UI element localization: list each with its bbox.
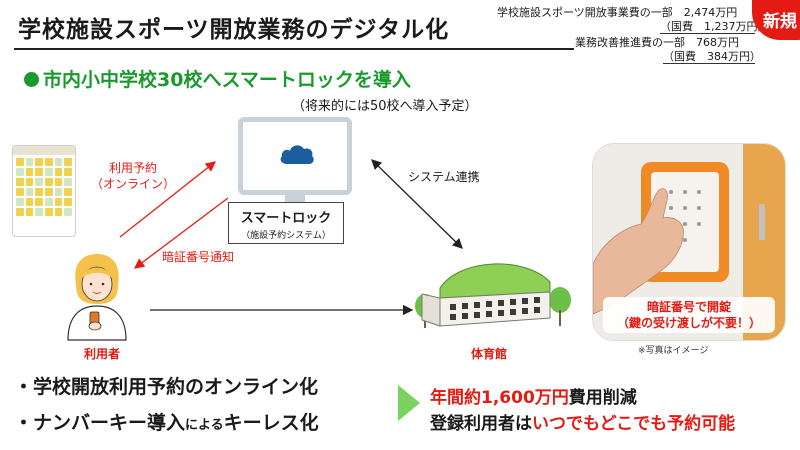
reserve-label-line2: （オンライン） (91, 177, 176, 191)
user-person-icon (67, 254, 127, 341)
budget-line-1: 学校施設スポーツ開放事業費の一部 2,474万円 (497, 6, 738, 19)
system-link-label: システム連携 (408, 170, 480, 184)
system-link-arrow (371, 159, 463, 249)
result1-highlight: 年間約1,600万円 (430, 388, 569, 408)
code-notice-label: 暗証番号通知 (162, 250, 235, 264)
gym-label: 体育館 (471, 347, 508, 361)
phone-status-bar (13, 146, 75, 155)
bullet-keyless: ・ナンバーキー導入によるキーレス化 (14, 408, 319, 435)
bullet-dot-icon (24, 72, 39, 87)
calendar-grid (13, 155, 75, 219)
budget-line-2: （国費 1,237万円） (660, 20, 769, 34)
title-underline (14, 48, 574, 50)
photo-caption-line1: 暗証番号で開錠 (646, 300, 731, 314)
section-note: （将来的には50校へ導入予定） (292, 99, 478, 114)
bullet-online-reservation: ・学校開放利用予約のオンライン化 (14, 376, 319, 398)
reserve-arrow (119, 161, 217, 238)
code-notice-arrow (133, 197, 229, 269)
reserve-label: 利用予約 （オンライン） (91, 160, 175, 192)
cloud-icon (280, 145, 314, 164)
bullet2-part1: ・ナンバーキー導入 (14, 412, 186, 434)
monitor-icon (230, 117, 360, 212)
smartlock-system-box: スマートロック （施設予約システム） (228, 202, 344, 244)
result2-text: 登録利用者は (430, 414, 532, 434)
user-label: 利用者 (84, 347, 121, 361)
smartlock-sub: （施設予約システム） (241, 231, 331, 241)
reserve-label-line1: 利用予約 (109, 161, 158, 175)
gym-icon (415, 263, 571, 328)
monitor-screen (238, 117, 352, 195)
section-heading-text: 市内小中学校30校へスマートロックを導入 (43, 69, 411, 91)
smartlock-name: スマートロック (240, 211, 332, 226)
bullet2-part2: による (185, 418, 224, 433)
monitor-stand (285, 195, 305, 203)
budget-line-3: 業務改善推進費の一部 768万円 (575, 36, 739, 49)
new-badge: 新規 (752, 0, 800, 40)
result2-highlight: いつでもどこでも予約可能 (532, 414, 736, 434)
result-cost-reduction: 年間約1,600万円費用削減 (430, 383, 637, 408)
photo-caption-line2: （鍵の受け渡しが不要！） (616, 316, 761, 330)
bullet2-part3: キーレス化 (223, 412, 319, 434)
reservation-app-phone (12, 145, 76, 237)
photo-caption: 暗証番号で開錠 （鍵の受け渡しが不要！） (603, 297, 775, 333)
photo-note: ※写真はイメージ (638, 346, 709, 356)
page-title: 学校施設スポーツ開放業務のデジタル化 (18, 17, 450, 43)
result1-text: 費用削減 (568, 388, 637, 408)
result-arrow-icon (398, 385, 420, 421)
budget-line-4: （国費 384万円） (663, 50, 761, 64)
result-anytime-booking: 登録利用者はいつでもどこでも予約可能 (430, 409, 735, 434)
section-heading: 市内小中学校30校へスマートロックを導入 (24, 65, 411, 92)
